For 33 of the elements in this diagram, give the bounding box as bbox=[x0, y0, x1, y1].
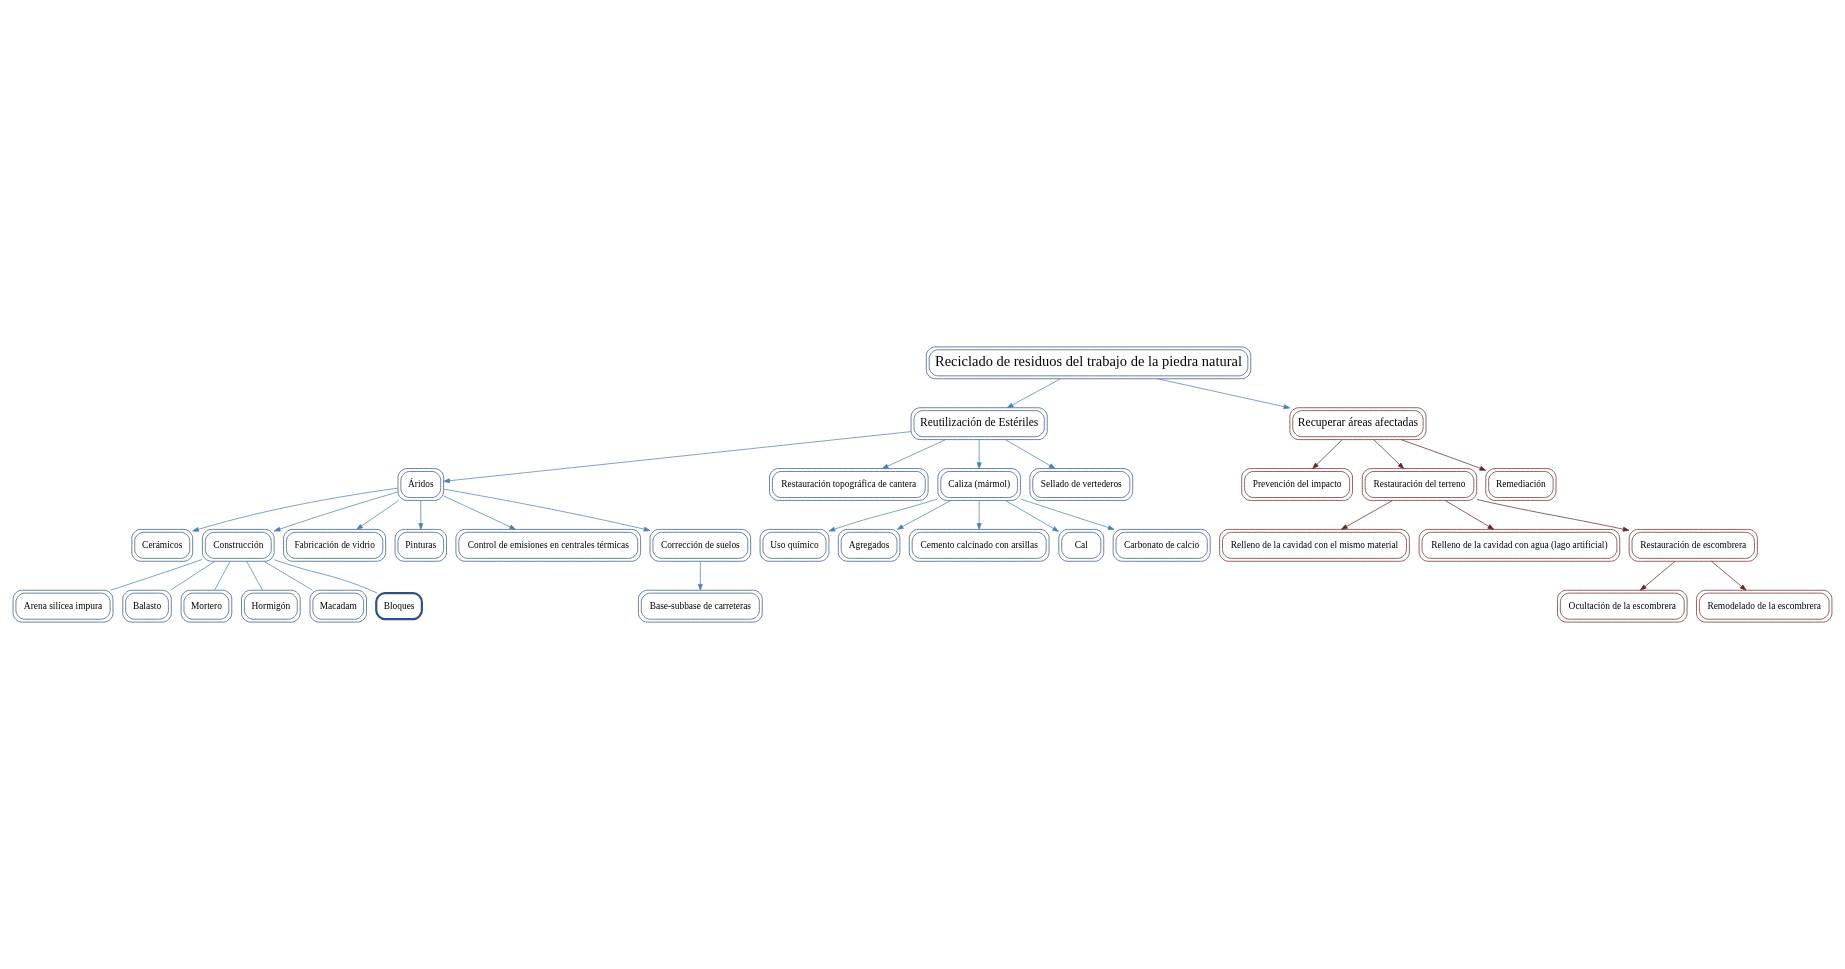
arrow bbox=[1157, 378, 1291, 409]
arrow bbox=[1020, 498, 1115, 530]
arrow bbox=[976, 500, 982, 530]
connector bbox=[170, 561, 216, 591]
connector bbox=[110, 559, 203, 591]
arrow bbox=[443, 431, 912, 484]
arrow bbox=[192, 487, 399, 532]
arrow bbox=[1341, 500, 1393, 530]
arrow bbox=[418, 500, 424, 530]
arrow bbox=[1640, 561, 1676, 591]
arrow bbox=[443, 488, 651, 532]
arrow bbox=[697, 561, 703, 591]
connector bbox=[263, 561, 313, 591]
arrow bbox=[443, 495, 516, 530]
connector bbox=[273, 559, 378, 594]
arrow bbox=[1005, 439, 1056, 469]
arrow bbox=[1476, 499, 1630, 532]
arrow bbox=[1400, 439, 1487, 471]
arrow bbox=[897, 500, 952, 530]
arrow bbox=[1006, 378, 1061, 409]
arrow bbox=[1444, 500, 1495, 530]
node-box: Bloques bbox=[375, 592, 423, 621]
arrow bbox=[1373, 439, 1405, 469]
connector bbox=[246, 561, 263, 591]
arrow bbox=[356, 500, 399, 530]
arrow bbox=[1312, 439, 1343, 469]
arrow bbox=[828, 498, 939, 532]
arrow bbox=[1005, 500, 1059, 532]
arrow bbox=[273, 491, 399, 532]
connector bbox=[214, 561, 231, 591]
arrow bbox=[881, 439, 946, 469]
arrow bbox=[1711, 561, 1747, 591]
arrow bbox=[976, 439, 982, 469]
